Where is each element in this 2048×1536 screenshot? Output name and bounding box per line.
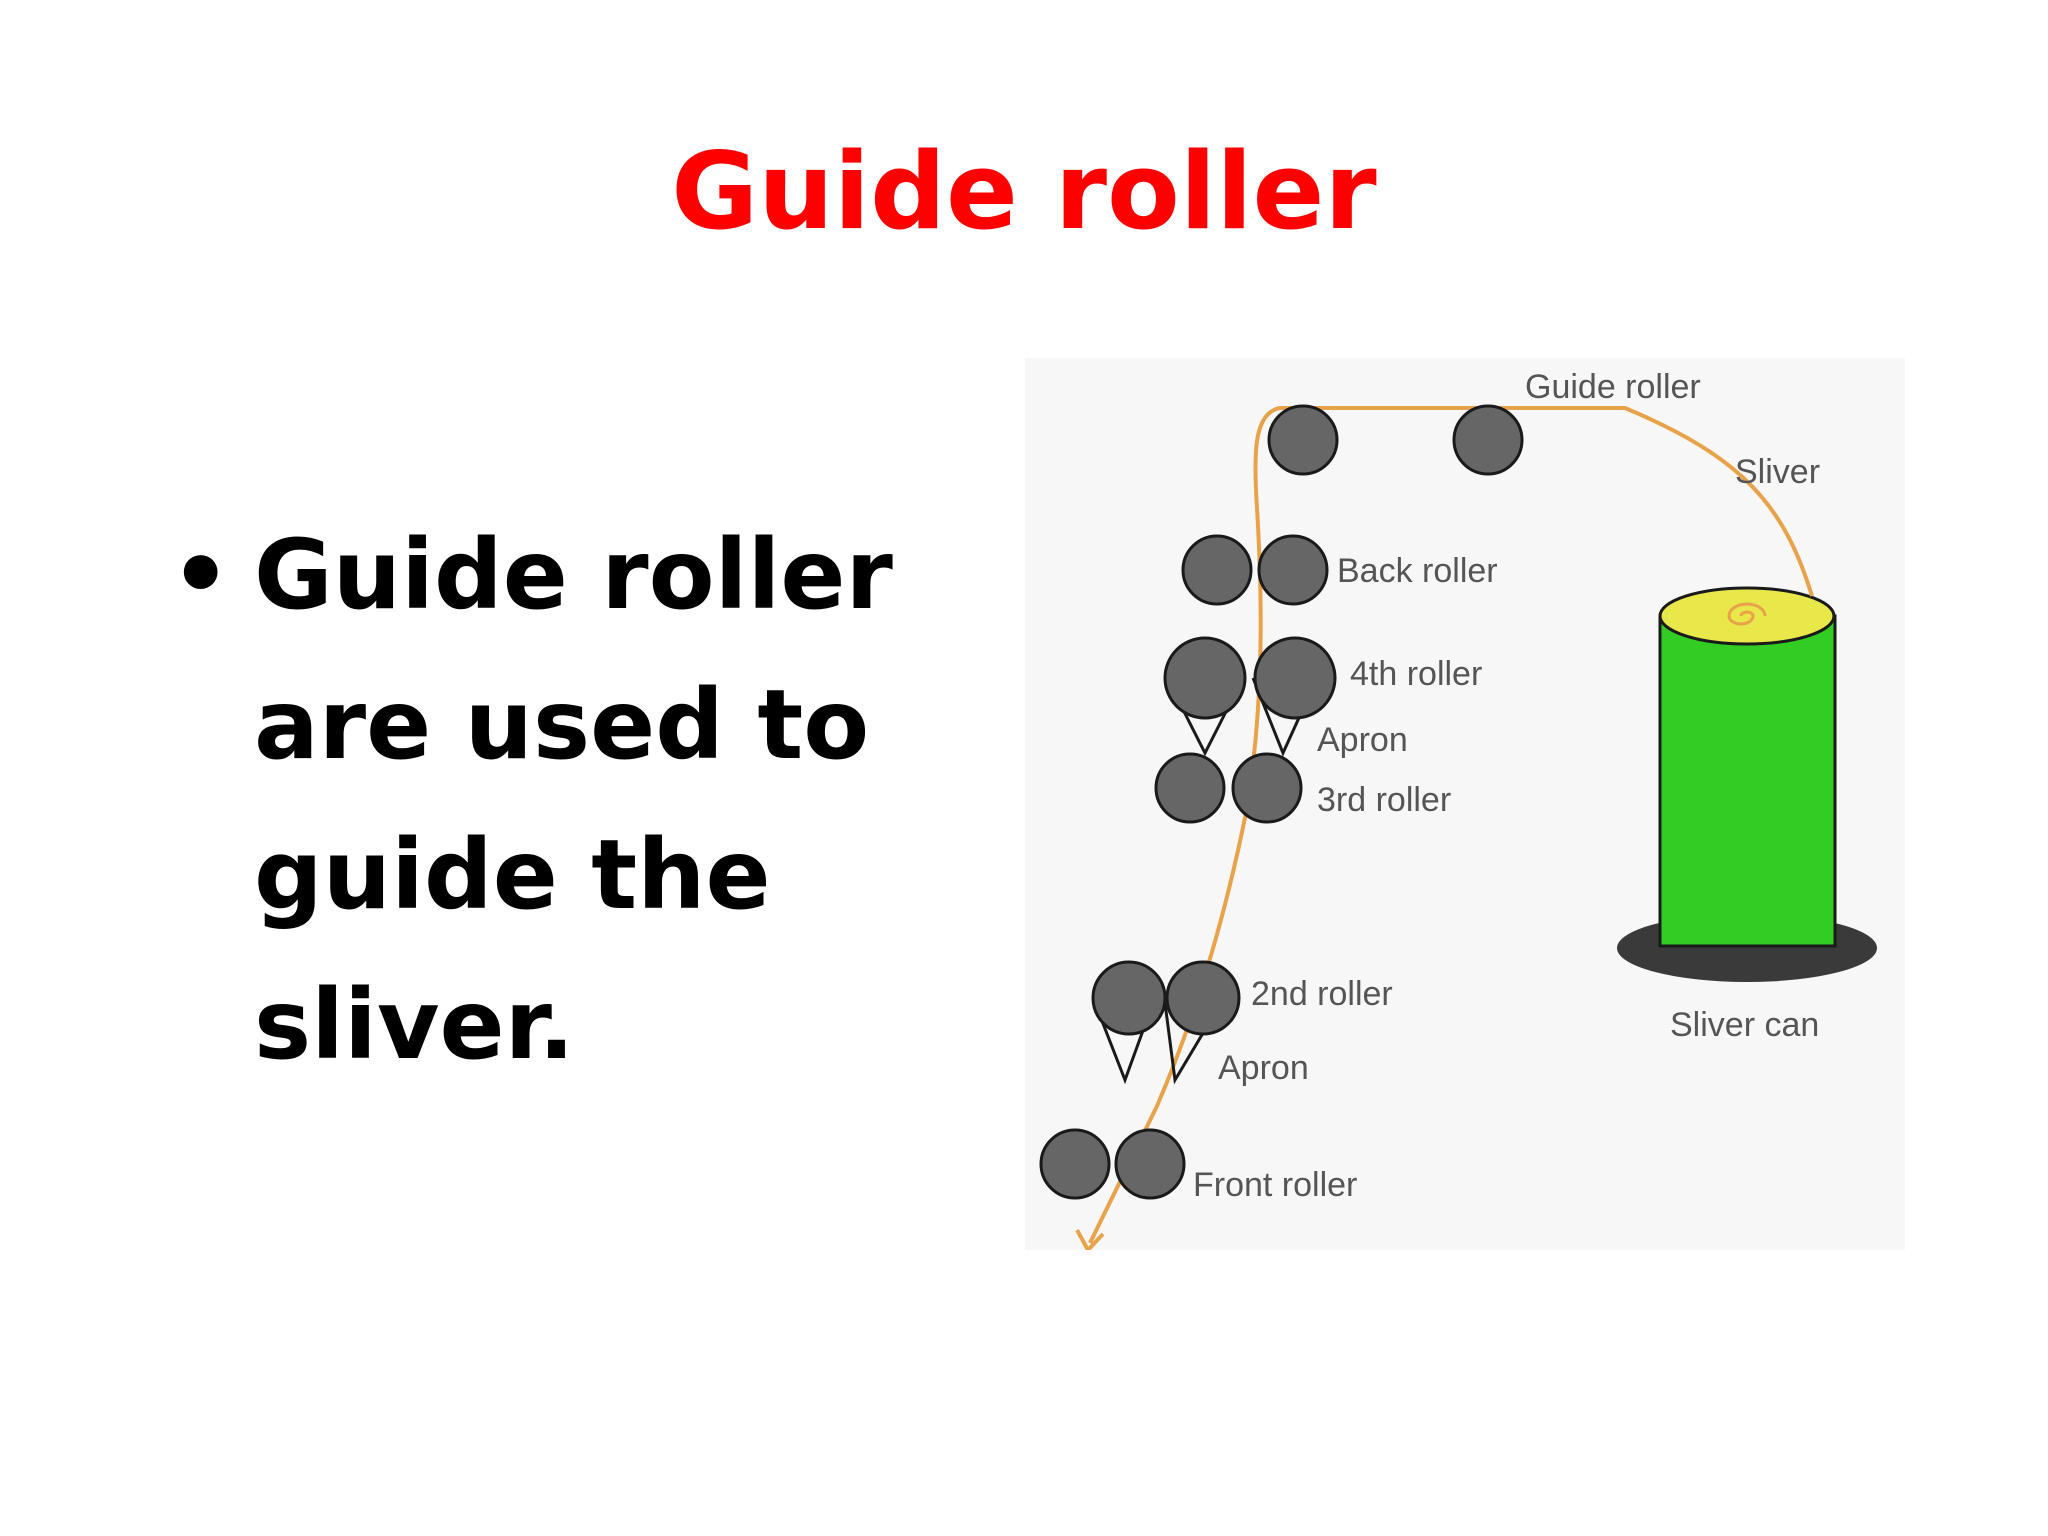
label-fourth-roller: 4th roller [1350, 655, 1482, 693]
label-guide-roller: Guide roller [1525, 368, 1701, 406]
second-roller-right [1165, 960, 1241, 1036]
third-roller-left [1154, 752, 1226, 824]
second-roller-left [1091, 960, 1167, 1036]
label-sliver-can: Sliver can [1670, 1006, 1819, 1044]
bullet-marker: • [170, 519, 232, 631]
guide-roller-right [1452, 404, 1524, 476]
front-roller-left [1039, 1128, 1111, 1200]
fourth-roller-right [1253, 636, 1337, 720]
sliver-can-top [1658, 586, 1836, 646]
sliver-coil [1727, 602, 1767, 626]
drafting-diagram: Guide roller Sliver Back roller 4th roll… [1025, 358, 1905, 1250]
back-roller-right [1257, 534, 1329, 606]
drafting-diagram-svg: Guide roller Sliver Back roller 4th roll… [1025, 358, 1905, 1250]
label-second-roller: 2nd roller [1251, 975, 1393, 1013]
label-apron-bottom: Apron [1218, 1049, 1309, 1087]
back-roller-left [1181, 534, 1253, 606]
bullet-text: Guide roller are used to guide the slive… [254, 519, 893, 1081]
sliver-path [1088, 406, 1814, 1244]
label-front-roller: Front roller [1193, 1166, 1357, 1204]
label-apron-top: Apron [1317, 721, 1408, 759]
label-back-roller: Back roller [1337, 552, 1498, 590]
sliver-arrowhead [1075, 1229, 1105, 1250]
sliver-can-body [1658, 614, 1837, 948]
guide-roller-left [1267, 404, 1339, 476]
label-third-roller: 3rd roller [1317, 781, 1451, 819]
fourth-roller-left [1163, 636, 1247, 720]
slide-title: Guide roller [671, 130, 1377, 253]
label-sliver: Sliver [1735, 453, 1820, 491]
third-roller-right [1231, 752, 1303, 824]
front-roller-right [1114, 1128, 1186, 1200]
